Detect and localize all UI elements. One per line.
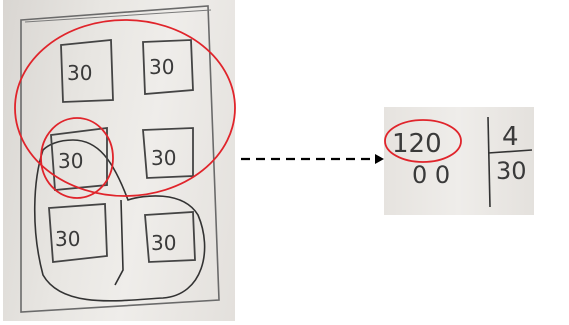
tile-2: 30: [142, 39, 194, 95]
quotient-text: 30: [496, 157, 527, 185]
arrow-head-icon: [375, 154, 384, 164]
dividend-text: 120: [392, 129, 442, 159]
tile-4: 30: [142, 127, 194, 179]
tile-1-label: 30: [67, 61, 92, 85]
large-red-circle: [14, 19, 236, 197]
tile-2-label: 30: [149, 55, 174, 79]
tile-6-label: 30: [151, 231, 176, 255]
dividend-red-circle: [384, 119, 462, 163]
right-photo-panel: 120 4 0 0 30: [384, 107, 534, 215]
remainder-row-text: 0 0: [412, 161, 450, 189]
tile-6: 30: [144, 211, 196, 263]
tile-5: 30: [48, 203, 108, 263]
tile-sketch: 30 30 30 30 30 30: [14, 5, 236, 313]
left-photo-panel: 30 30 30 30 30 30: [3, 0, 236, 321]
tile-1: 30: [60, 39, 114, 103]
tile-5-label: 30: [55, 227, 80, 251]
lower-grouping-loop: [33, 139, 206, 302]
division-sketch: 120 4 0 0 30: [384, 116, 533, 208]
tile-3: 30: [50, 126, 108, 191]
tile-3-label: 30: [58, 149, 83, 173]
tile-4-label: 30: [151, 146, 176, 170]
small-red-circle: [40, 117, 114, 199]
outer-sketch-border: [20, 5, 220, 313]
divisor-text: 4: [502, 122, 519, 152]
